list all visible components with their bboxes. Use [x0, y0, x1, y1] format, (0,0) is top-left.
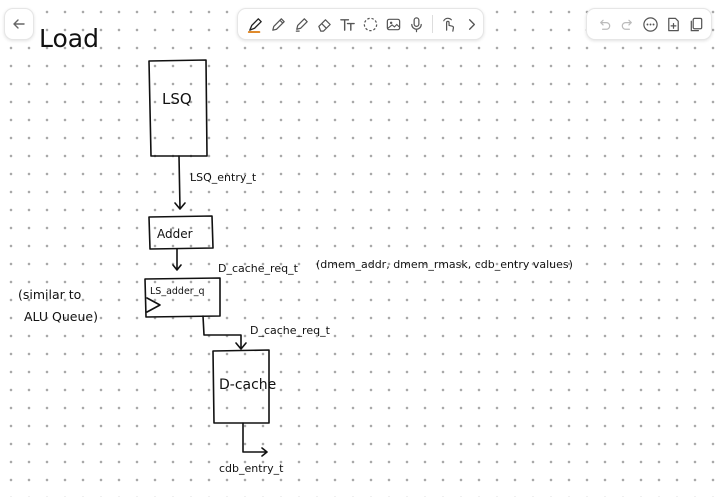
tool-palette	[237, 8, 484, 40]
dcache-output-arrow	[242, 422, 268, 457]
toolbar-divider	[432, 15, 433, 33]
pencil-tool[interactable]	[267, 10, 290, 38]
new-page-icon	[668, 17, 679, 31]
dcache-block	[212, 349, 270, 424]
ls-adder-q-block	[144, 277, 221, 318]
eraser-icon	[318, 18, 331, 32]
page-title: Load	[39, 24, 99, 53]
highlighter-icon	[295, 17, 308, 32]
document-actions	[586, 8, 712, 40]
more-button[interactable]	[639, 10, 662, 38]
pages-icon	[690, 17, 703, 31]
dcache-label: D-cache	[219, 377, 276, 393]
dcache-req-label-2: D_cache_req_t	[250, 324, 331, 337]
side-note-line-2: ALU Queue)	[24, 309, 98, 324]
arrow-left-icon	[13, 19, 25, 29]
redo-button[interactable]	[616, 10, 639, 38]
lsq-block	[148, 59, 208, 157]
text-tool[interactable]	[336, 10, 359, 38]
dcache-req-label: D_cache_req_t	[218, 262, 299, 275]
lsq-entry-label: LSQ_entry_t	[190, 171, 257, 184]
back-button[interactable]	[4, 8, 34, 40]
image-tool[interactable]	[382, 10, 405, 38]
chevron-right-icon	[468, 18, 475, 30]
adder-to-queue-arrow	[172, 248, 182, 271]
text-icon	[340, 18, 355, 31]
undo-button[interactable]	[593, 10, 616, 38]
more-icon	[643, 16, 658, 32]
lsq-label: LSQ	[162, 90, 192, 108]
cdb-entry-label: cdb_entry_t	[219, 462, 284, 475]
more-tools-button[interactable]	[460, 10, 483, 38]
microphone-tool[interactable]	[405, 10, 428, 38]
pages-button[interactable]	[685, 10, 708, 38]
lasso-icon	[363, 17, 378, 31]
new-page-button[interactable]	[662, 10, 685, 38]
microphone-icon	[411, 16, 422, 32]
eraser-tool[interactable]	[313, 10, 336, 38]
lsq-to-adder-arrow	[174, 155, 186, 210]
pen-tool[interactable]	[244, 10, 267, 38]
queue-to-dcache-arrow	[202, 315, 247, 350]
pencil-icon	[272, 17, 285, 31]
image-icon	[386, 18, 401, 30]
undo-icon	[600, 19, 611, 30]
clock-symbol	[146, 297, 161, 313]
side-note-line-1: (similar to	[18, 287, 81, 302]
lasso-tool[interactable]	[359, 10, 382, 38]
pen-icon	[247, 17, 262, 33]
ls-adder-q-label: LS_adder_q	[150, 286, 205, 297]
dcache-req-fields: (dmem_addr, dmem_rmask, cdb_entry values…	[316, 258, 573, 271]
touch-draw-icon	[443, 17, 455, 32]
highlighter-tool[interactable]	[290, 10, 313, 38]
adder-label: Adder	[157, 227, 193, 241]
adder-block	[148, 215, 214, 250]
redo-icon	[621, 19, 632, 30]
touch-draw-toggle[interactable]	[437, 10, 460, 38]
